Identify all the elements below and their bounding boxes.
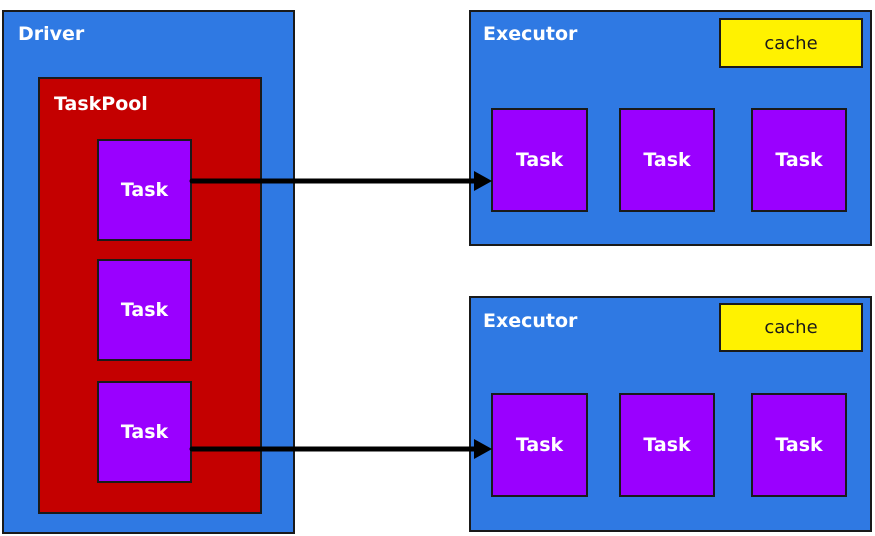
cache-box-1: cache xyxy=(719,18,863,68)
task-label: Task xyxy=(775,434,823,456)
executor-1-task-3: Task xyxy=(751,108,847,212)
executor-1-task-2: Task xyxy=(619,108,715,212)
cache-label-2: cache xyxy=(764,317,818,338)
task-label: Task xyxy=(120,299,169,321)
driver-label: Driver xyxy=(18,23,85,45)
executor-label-1: Executor xyxy=(483,23,578,45)
task-label: Task xyxy=(515,149,564,171)
executor-2-task-1: Task xyxy=(491,393,588,497)
task-pool-task-2: Task xyxy=(97,259,192,361)
executor-2-task-3: Task xyxy=(751,393,847,497)
task-label: Task xyxy=(775,149,823,171)
task-label: Task xyxy=(643,434,691,456)
task-label: Task xyxy=(643,149,691,171)
task-pool-task-1: Task xyxy=(97,139,192,241)
executor-1-task-1: Task xyxy=(491,108,588,212)
task-label: Task xyxy=(515,434,564,456)
task-pool-label: TaskPool xyxy=(54,93,148,115)
task-pool-task-3: Task xyxy=(97,381,192,483)
cache-label-1: cache xyxy=(764,32,818,54)
cache-box-2: cache xyxy=(719,303,863,352)
executor-2-task-2: Task xyxy=(619,393,715,497)
task-label: Task xyxy=(120,421,169,443)
task-label: Task xyxy=(120,179,169,201)
executor-label-2: Executor xyxy=(483,310,578,332)
